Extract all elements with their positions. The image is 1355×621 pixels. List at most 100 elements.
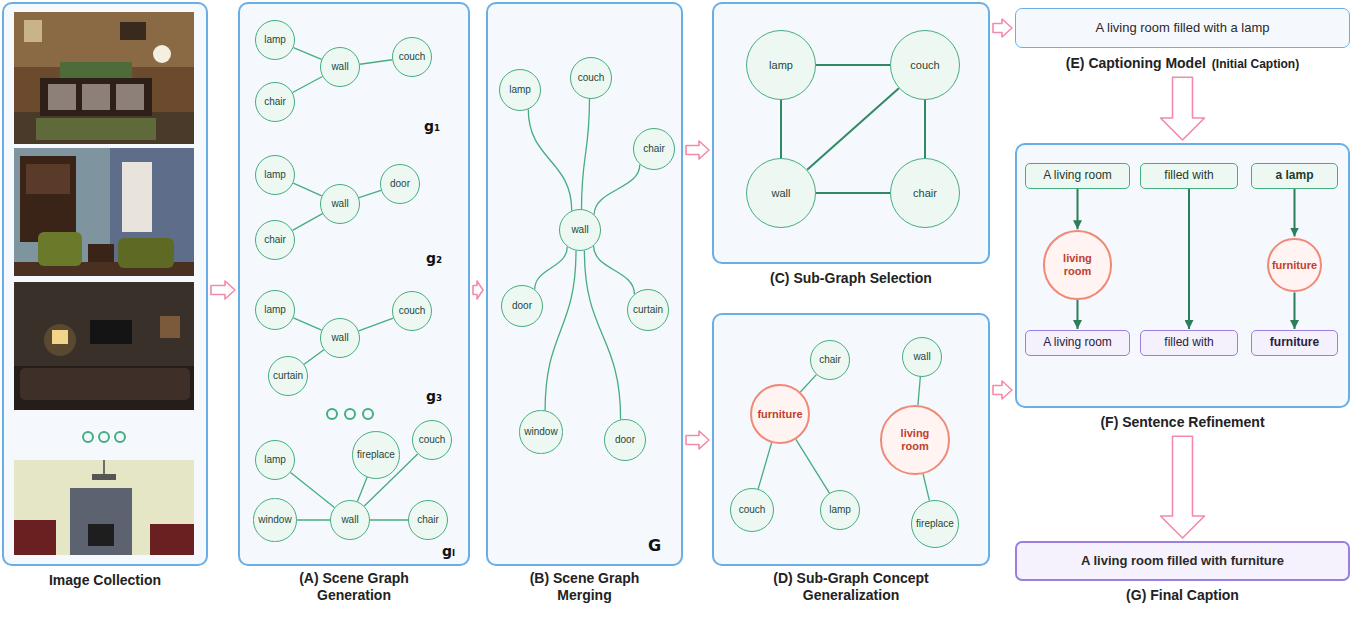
stage-panel: Image Collection — [2, 2, 208, 566]
graph-edge — [291, 472, 335, 507]
photo-tv — [90, 320, 132, 344]
node-label: wall — [772, 187, 791, 200]
photo-lamp — [153, 45, 171, 63]
graph-id: g₂ — [426, 250, 442, 266]
graph-node: lamp — [255, 155, 295, 195]
panel-heading: Image Collection — [5, 570, 205, 589]
ellipsis-dot — [327, 409, 337, 419]
graph-edge — [816, 192, 890, 194]
panel-heading: (E) Captioning Model(Initial Caption) — [1018, 53, 1348, 72]
graph-node: curtain — [627, 289, 669, 331]
panel-ground — [712, 313, 990, 566]
node-label: wall — [341, 514, 358, 526]
refine-arrow — [1294, 189, 1296, 237]
node-label: couch — [910, 59, 939, 72]
graph-node: fireplace — [911, 500, 959, 548]
room-photo — [14, 148, 194, 276]
node-label: fireplace — [916, 518, 954, 530]
graph-node: couch — [730, 488, 774, 532]
graph-edge — [594, 246, 635, 294]
graph-node: lamp — [255, 290, 295, 330]
room-photo — [14, 12, 194, 144]
panel-heading: (A) Scene Graph Generation — [279, 570, 429, 604]
graph-node: couch — [392, 291, 432, 331]
photo-cabinet — [20, 156, 76, 242]
graph-edge — [293, 318, 321, 330]
node-label: lamp — [264, 169, 286, 181]
refine-arrow — [1076, 300, 1078, 329]
node-label: couch — [419, 434, 446, 446]
flow-arrow — [686, 431, 709, 449]
graph-edge — [370, 519, 408, 520]
graph-edge — [360, 60, 392, 64]
graph-edge — [293, 48, 321, 60]
photo-frame — [120, 22, 146, 40]
graph-node: wall — [902, 337, 942, 377]
panel-ground — [1015, 143, 1350, 408]
graph-node: chair — [255, 220, 295, 260]
node-label: chair — [264, 234, 286, 246]
graph-edge — [293, 76, 323, 92]
node-label: wall — [331, 198, 348, 210]
photo-desk-panel — [116, 84, 144, 110]
flow-arrow — [993, 19, 1012, 37]
graph-edge — [924, 100, 926, 158]
photo-ground — [14, 282, 194, 410]
graph-edge — [582, 99, 590, 209]
caption-box: A living room filled with furniture(G) F… — [1015, 541, 1350, 581]
graph-edge — [292, 214, 322, 231]
photo-chair — [38, 232, 82, 266]
graph-edge — [758, 443, 771, 489]
graph-edge — [816, 64, 890, 66]
graph-edge — [780, 100, 782, 158]
graph-node: curtain — [268, 356, 308, 396]
photo-lamp — [52, 330, 68, 344]
node-label: door — [615, 434, 635, 446]
graph-edge — [359, 190, 381, 197]
stage-panel: A living roomfilled witha lampliving roo… — [1015, 143, 1350, 408]
node-label: filled with — [1164, 169, 1213, 183]
phrase-box: filled with — [1140, 330, 1238, 356]
photo-rug — [36, 118, 156, 140]
panel-ground — [712, 2, 990, 264]
stage-panel: chairwallfurnitureliving roomcouchlampfi… — [712, 313, 990, 566]
refine-arrow — [1077, 189, 1079, 229]
graph-edge — [807, 88, 899, 169]
flow-arrow — [1161, 436, 1205, 538]
concept-node: living room — [1043, 230, 1112, 299]
graph-edge — [584, 251, 620, 420]
graph-node: fireplace — [352, 431, 400, 479]
node-label: couch — [739, 504, 766, 516]
concept-node: living room — [880, 405, 949, 474]
ellipsis-dot — [83, 432, 93, 442]
photo-table — [88, 244, 114, 262]
graph-edge — [918, 377, 920, 405]
photo-ground — [14, 12, 194, 144]
graph-id: G — [648, 536, 661, 555]
node-label: chair — [417, 514, 439, 526]
photo-frame — [24, 20, 42, 42]
node-label: furniture — [1272, 259, 1317, 272]
ellipsis-dot — [115, 432, 125, 442]
photo-door — [122, 162, 152, 232]
graph-node: door — [501, 285, 543, 327]
room-photo — [14, 282, 194, 410]
graph-edge — [297, 519, 330, 520]
heading-text: (C) Sub-Graph Selection — [770, 270, 932, 287]
flow-arrow — [211, 281, 235, 299]
node-label: filled with — [1164, 336, 1213, 350]
flow-arrow — [993, 381, 1012, 399]
panel-heading: (F) Sentence Refinement — [1018, 412, 1348, 431]
flow-arrow — [1161, 77, 1205, 140]
node-label: A living room — [1043, 336, 1112, 350]
flow-arrow — [473, 281, 483, 299]
graph-id: g₁ — [424, 118, 440, 134]
node-label: lamp — [829, 504, 851, 516]
node-label: fireplace — [357, 449, 395, 461]
heading-text: Image Collection — [49, 572, 161, 589]
heading-text: (A) Scene Graph Generation — [282, 570, 426, 604]
panel-ground — [2, 2, 208, 566]
graph-id: g₃ — [426, 388, 442, 404]
graph-edge — [535, 247, 568, 290]
